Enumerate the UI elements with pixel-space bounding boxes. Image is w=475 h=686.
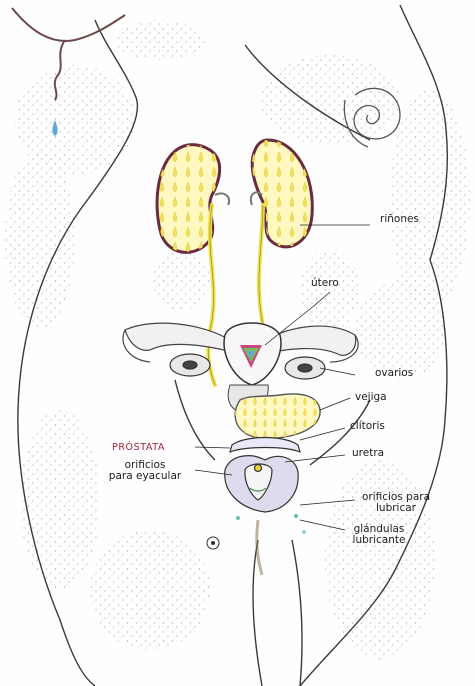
uterus: [224, 323, 281, 385]
bladder: [235, 394, 320, 438]
label-prostata: PRÓSTATA: [112, 442, 165, 453]
label-rinones: riñones: [380, 214, 419, 225]
lubricant-drops: [236, 514, 306, 534]
label-utero: útero: [311, 278, 339, 289]
label-orificios-eyacular: orificios para eyacular: [95, 460, 195, 482]
label-orificios-lubricar: orificios para lubricar: [350, 492, 442, 514]
label-ovarios: ovarios: [375, 368, 413, 379]
symbol: [207, 537, 219, 549]
label-clitoris: clítoris: [350, 421, 385, 432]
vulva: [225, 438, 300, 513]
label-vejiga: vejiga: [355, 392, 387, 403]
label-uretra: uretra: [352, 448, 384, 459]
label-glandulas: glándulas lubricante: [344, 524, 414, 546]
